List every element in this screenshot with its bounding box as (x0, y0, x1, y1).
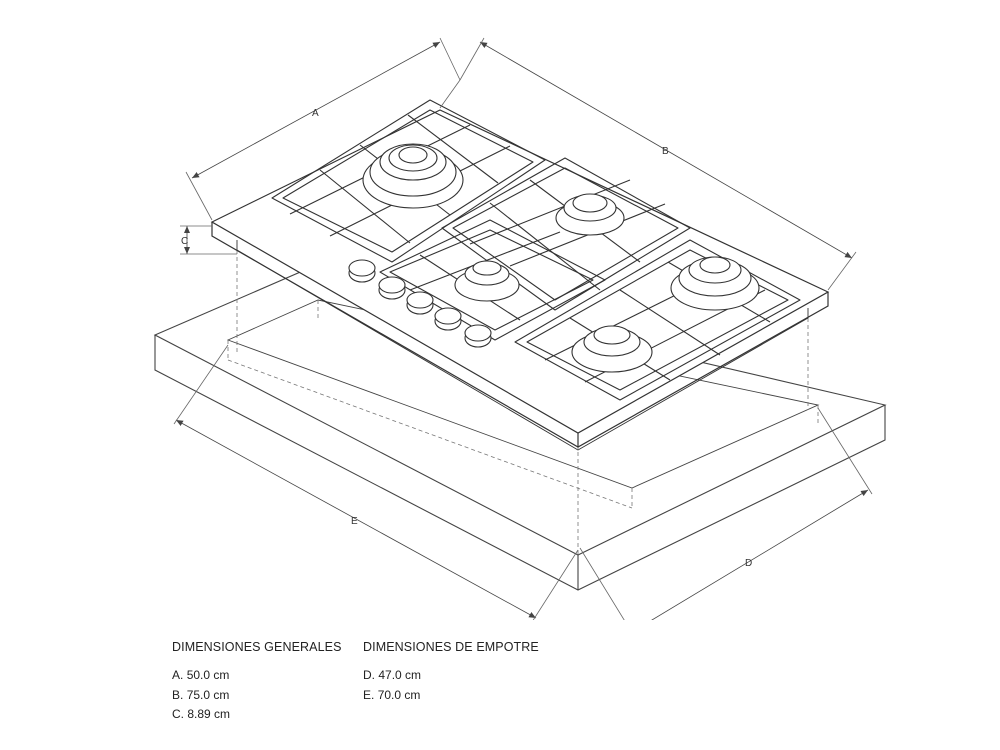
legend-item-a: A. 50.0 cm (172, 668, 230, 682)
knob (406, 291, 434, 315)
dimension-b-line (479, 41, 853, 259)
cutout-dimensions-legend: DIMENSIONES DE EMPOTRE D. 47.0 cm E. 70.… (363, 640, 539, 705)
dimension-lines (173, 37, 873, 620)
knob (434, 307, 462, 331)
legend-item-e: E. 70.0 cm (363, 687, 421, 702)
cutout-dimensions-title: DIMENSIONES DE EMPOTRE (363, 640, 539, 654)
burner-small (454, 260, 520, 302)
knob (378, 276, 406, 300)
knob (348, 259, 376, 283)
dimension-a-line (191, 41, 441, 179)
cooktop-diagram: A B C D E (153, 37, 887, 620)
burner-medium-2 (571, 325, 653, 373)
dimension-b-label: B (662, 146, 669, 157)
legend-item-b: B. 75.0 cm (172, 687, 230, 702)
countertop-slab (153, 250, 887, 591)
dimension-c-label: C (181, 236, 188, 247)
knob (464, 324, 492, 348)
legend-item-c: C. 8.89 cm (172, 707, 231, 721)
dimension-e-label: E (351, 516, 358, 527)
dimension-d-label: D (745, 558, 752, 569)
dimension-a-label: A (312, 108, 319, 119)
legend-item-d: D. 47.0 cm (363, 668, 422, 682)
general-dimensions-legend: DIMENSIONES GENERALES A. 50.0 cm B. 75.0… (172, 640, 342, 725)
cooktop-knobs (348, 259, 492, 348)
general-dimensions-title: DIMENSIONES GENERALES (172, 640, 342, 654)
dimension-d-line (632, 489, 869, 620)
dimension-e-line (175, 419, 537, 619)
burner-large (670, 256, 760, 311)
